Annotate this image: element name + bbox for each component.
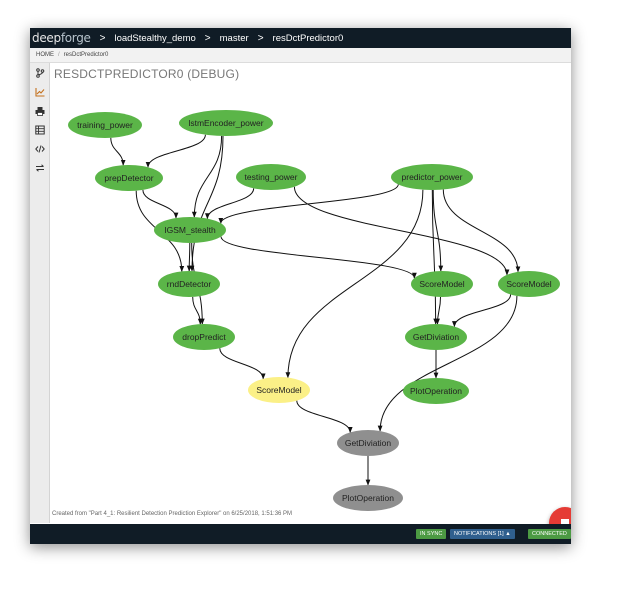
node-label: GetDiviation — [413, 332, 460, 342]
node-ScoreModel_c[interactable]: ScoreModel — [248, 377, 310, 403]
node-predictor_power[interactable]: predictor_power — [391, 164, 473, 190]
code-icon[interactable] — [34, 144, 46, 156]
edge-lstmEncoder_power-to-IGSM_stealth — [191, 135, 223, 218]
edge-ScoreModel_b-to-GetDiviation_b — [377, 295, 518, 432]
node-label: training_power — [77, 120, 133, 130]
breadcrumb-home[interactable]: HOME — [36, 52, 54, 58]
chevron-right-icon: > — [99, 32, 106, 44]
edge-IGSM_stealth-to-ScoreModel_a — [220, 236, 417, 279]
branch-crumb[interactable]: master — [219, 32, 249, 44]
notifications-button[interactable]: NOTIFICATIONS [1] ▲ — [450, 529, 515, 539]
node-training_power[interactable]: training_power — [68, 112, 142, 138]
node-shape — [391, 164, 473, 190]
notifications-label: NOTIFICATIONS [1] — [454, 531, 504, 537]
node-shape — [236, 164, 306, 190]
logo-text-deep: deep — [32, 31, 61, 45]
node-shape — [68, 112, 142, 138]
edge-testing_power-to-ScoreModel_b — [293, 186, 510, 276]
sidebar — [30, 63, 50, 523]
edge-dropPredict-to-ScoreModel_c — [219, 348, 266, 380]
transfer-icon[interactable] — [34, 163, 46, 175]
node-shape — [333, 485, 403, 511]
node-dropPredict[interactable]: dropPredict — [173, 324, 235, 350]
node-label: ScoreModel — [419, 279, 464, 289]
deepforge-logo[interactable]: deepforge — [32, 31, 91, 45]
node-label: predictor_power — [402, 172, 463, 182]
node-PlotOperation_a[interactable]: PlotOperation — [403, 378, 469, 404]
node-crumb[interactable]: resDctPredictor0 — [272, 32, 344, 44]
edge-predictor_power-to-ScoreModel_b — [442, 189, 521, 273]
edge-testing_power-to-IGSM_stealth — [205, 188, 255, 220]
node-shape — [173, 324, 235, 350]
node-label: rndDetector — [167, 279, 212, 289]
node-prepDetector[interactable]: prepDetector — [95, 165, 163, 191]
node-lstmEncoder_power[interactable]: lstmEncoder_power — [179, 110, 273, 136]
node-shape — [498, 271, 560, 297]
stop-icon — [561, 519, 569, 527]
node-shape — [248, 377, 310, 403]
node-rndDetector[interactable]: rndDetector — [158, 271, 220, 297]
logo-text-forge: forge — [60, 31, 91, 45]
edge-lstmEncoder_power-to-prepDetector — [145, 134, 206, 168]
app-window: deepforge > loadStealthy_demo > master >… — [30, 28, 571, 544]
node-label: prepDetector — [104, 173, 153, 183]
node-IGSM_stealth[interactable]: IGSM_stealth — [154, 217, 226, 243]
creation-note: Created from "Part 4_1: Resilient Detect… — [52, 511, 293, 517]
edge-lstmEncoder_power-to-rndDetector — [189, 135, 224, 272]
edge-predictor_power-to-ScoreModel_c — [285, 189, 424, 379]
node-shape — [403, 378, 469, 404]
edge-IGSM_stealth-to-rndDetector — [186, 242, 192, 272]
connection-status-badge: CONNECTED — [528, 529, 571, 539]
edge-predictor_power-to-IGSM_stealth — [218, 184, 399, 224]
edge-ScoreModel_b-to-GetDiviation_a — [452, 294, 512, 328]
node-shape — [405, 324, 467, 350]
breadcrumb-separator: / — [58, 52, 60, 58]
node-shape — [95, 165, 163, 191]
pipeline-canvas[interactable]: RESDCTPREDICTOR0 (DEBUG) training_power l… — [50, 63, 571, 539]
sync-status-badge: IN SYNC — [416, 529, 447, 539]
edge-ScoreModel_a-to-GetDiviation_a — [435, 296, 441, 325]
node-GetDiviation_b[interactable]: GetDiviation — [337, 430, 399, 456]
breadcrumb-current[interactable]: resDctPredictor0 — [63, 52, 109, 58]
edge-predictor_power-to-GetDiviation_a — [431, 189, 439, 325]
top-navbar: deepforge > loadStealthy_demo > master >… — [30, 28, 571, 48]
node-PlotOperation_b[interactable]: PlotOperation — [333, 485, 403, 511]
caret-up-icon: ▲ — [505, 531, 511, 537]
node-shape — [179, 110, 273, 136]
node-testing_power[interactable]: testing_power — [236, 164, 306, 190]
project-crumb[interactable]: loadStealthy_demo — [114, 32, 196, 44]
pipeline-graph: training_power lstmEncoder_power prepDetec… — [68, 110, 560, 511]
chart-line-icon[interactable] — [34, 87, 46, 99]
node-shape — [158, 271, 220, 297]
branch-icon[interactable] — [34, 68, 46, 80]
node-label: testing_power — [245, 172, 298, 182]
chevron-right-icon: > — [204, 32, 211, 44]
edge-ScoreModel_c-to-GetDiviation_b — [296, 400, 353, 433]
breadcrumb: HOME / resDctPredictor0 — [30, 48, 571, 63]
node-label: ScoreModel — [506, 279, 551, 289]
edge-rndDetector-to-dropPredict — [192, 296, 203, 325]
node-label: lstmEncoder_power — [188, 118, 263, 128]
printer-icon[interactable] — [34, 106, 46, 118]
node-GetDiviation_a[interactable]: GetDiviation — [405, 324, 467, 350]
node-label: PlotOperation — [410, 386, 462, 396]
edge-prepDetector-to-IGSM_stealth — [142, 189, 179, 219]
table-icon[interactable] — [34, 125, 46, 137]
edge-training_power-to-prepDetector — [110, 137, 126, 166]
node-shape — [411, 271, 473, 297]
node-label: dropPredict — [182, 332, 226, 342]
chevron-right-icon: > — [257, 32, 264, 44]
node-ScoreModel_b[interactable]: ScoreModel — [498, 271, 560, 297]
node-label: PlotOperation — [342, 493, 394, 503]
node-label: ScoreModel — [256, 385, 301, 395]
node-shape — [154, 217, 226, 243]
status-bar: IN SYNC NOTIFICATIONS [1] ▲ CONNECTED — [30, 524, 571, 544]
node-shape — [337, 430, 399, 456]
node-ScoreModel_a[interactable]: ScoreModel — [411, 271, 473, 297]
page-title: RESDCTPREDICTOR0 (DEBUG) — [54, 67, 240, 81]
node-label: GetDiviation — [345, 438, 392, 448]
edge-predictor_power-to-ScoreModel_a — [432, 189, 444, 272]
node-label: IGSM_stealth — [164, 225, 216, 235]
